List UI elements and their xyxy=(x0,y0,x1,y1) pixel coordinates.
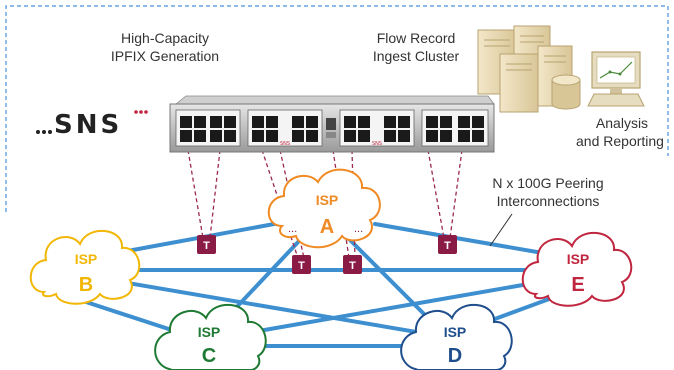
tap-4: T xyxy=(438,235,457,254)
tap-1: T xyxy=(197,235,216,254)
fiber xyxy=(209,149,221,239)
tap-ellipsis: ... xyxy=(288,223,297,235)
cloud-shape xyxy=(267,168,381,249)
server-icon xyxy=(499,53,539,113)
trend-line-icon xyxy=(599,61,633,79)
tap-box xyxy=(292,255,311,274)
ipfix-label-line1: High-Capacity xyxy=(121,30,209,46)
cloud-shape xyxy=(521,231,633,307)
chassis-top xyxy=(174,95,495,105)
port-module xyxy=(421,109,489,147)
sns-logo: SNS xyxy=(36,110,148,140)
link-b-d xyxy=(108,278,442,338)
isp-e-prefix: ISP xyxy=(567,251,590,267)
cloud-shape xyxy=(154,303,267,370)
tap-ellipsis: ... xyxy=(354,223,363,235)
port-module: SNS xyxy=(339,109,415,147)
port-module xyxy=(175,109,241,147)
isp-c-cloud: ISP C xyxy=(154,303,267,370)
logo-text: SNS xyxy=(54,110,122,140)
tap-box xyxy=(343,255,362,274)
fiber xyxy=(449,149,463,239)
ingest-label-line1: Flow Record xyxy=(377,30,456,46)
isp-e-cloud: ISP E xyxy=(521,231,633,307)
ipfix-chassis: SNS SNS xyxy=(169,95,495,153)
isp-b-letter: B xyxy=(79,274,93,296)
isp-d-letter: D xyxy=(448,345,462,367)
isp-a-cloud: ISP A xyxy=(267,168,381,249)
peering-leader-line xyxy=(489,213,513,247)
database-icon xyxy=(551,74,581,110)
faceplate-logo: SNS xyxy=(280,141,290,147)
isp-c-prefix: ISP xyxy=(198,324,221,340)
tap-3: T xyxy=(343,255,362,274)
port-module: SNS xyxy=(247,109,323,147)
tap-label: T xyxy=(444,240,451,252)
tap-box xyxy=(438,235,457,254)
management-port xyxy=(326,118,336,138)
tap-2: T xyxy=(292,255,311,274)
cloud-shape xyxy=(29,229,141,305)
isp-d-prefix: ISP xyxy=(444,324,467,340)
isp-a-prefix: ISP xyxy=(316,192,339,208)
isp-b-prefix: ISP xyxy=(75,251,98,267)
isp-a-letter: A xyxy=(320,216,334,238)
tap-label: T xyxy=(349,260,356,272)
isp-d-cloud: ISP D xyxy=(400,303,513,370)
analysis-label-line2: and Reporting xyxy=(576,133,664,149)
keyboard-icon xyxy=(587,93,645,107)
isp-e-letter: E xyxy=(571,274,584,296)
link-a-e xyxy=(373,222,562,258)
analysis-label-line1: Analysis xyxy=(596,115,648,131)
isp-b-cloud: ISP B xyxy=(29,229,141,305)
ingest-label-line2: Ingest Cluster xyxy=(373,48,460,64)
link-c-e xyxy=(228,280,542,338)
peering-label-line2: Interconnections xyxy=(497,193,600,209)
fiber xyxy=(187,149,204,239)
ipfix-label-line2: IPFIX Generation xyxy=(111,48,219,64)
isp-c-letter: C xyxy=(202,345,216,367)
tap-label: T xyxy=(203,240,210,252)
ingest-cluster xyxy=(477,25,581,113)
analysis-workstation xyxy=(587,51,645,107)
faceplate-logo: SNS xyxy=(372,141,382,147)
peering-label-line1: N x 100G Peering xyxy=(492,175,603,191)
tap-label: T xyxy=(298,260,305,272)
fiber xyxy=(427,149,445,239)
tap-box xyxy=(197,235,216,254)
cloud-shape xyxy=(400,303,513,370)
